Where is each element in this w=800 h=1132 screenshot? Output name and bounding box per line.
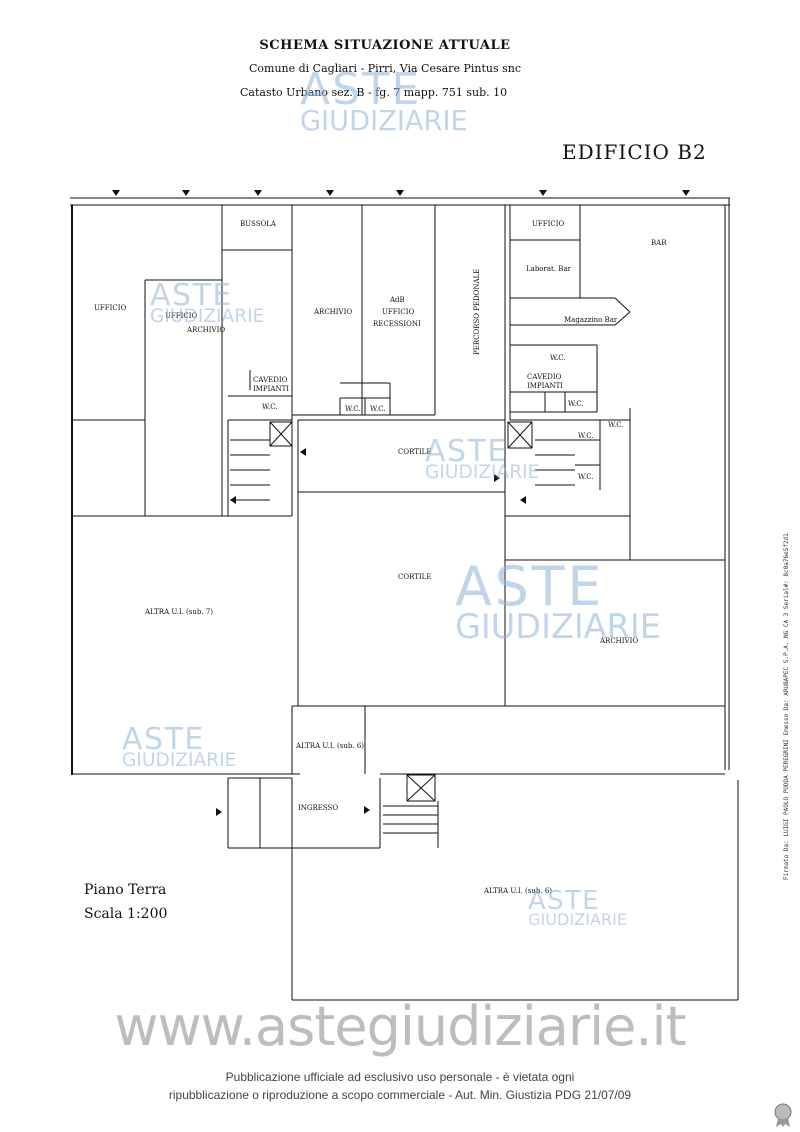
signature-side-text: Firmato Da: LUIGI PAOLO PODDA PEREGRINI … [783,533,790,880]
room-ufficio-right: UFFICIO [532,220,564,228]
room-wc-r2: W.C. [568,400,584,408]
room-wc-r3: W.C. [608,421,624,429]
room-cavedio-r2: IMPIANTI [527,382,563,390]
room-wc-r4: W.C. [578,432,594,440]
room-wc-r1: W.C. [550,354,566,362]
document-title: SCHEMA SITUAZIONE ATTUALE [259,38,511,53]
room-adb: AdB [389,296,405,304]
room-bar: BAR [651,239,667,247]
site-url-watermark: www.astegiudiziarie.it [114,995,686,1058]
location-line: Comune di Cagliari - Pirri, Via Cesare P… [248,62,521,75]
footer-line-1: Pubblicazione ufficiale ad esclusivo uso… [225,1070,575,1084]
room-altra-6-bottom: ALTRA U.I. (sub. 6) [483,887,552,895]
room-altra-7: ALTRA U.I. (sub. 7) [144,608,213,616]
room-ufficio-ric-1: UFFICIO [382,308,414,316]
room-ingresso: INGRESSO [298,804,338,812]
room-labora: Laborat. Bar [526,265,572,273]
room-cavedio-l1: CAVEDIO [253,376,288,384]
room-wc-l1: W.C. [262,403,278,411]
room-ufficio-ric-2: RECESSIONI [373,320,421,328]
room-cortile-2: CORTILE [398,573,431,581]
floor-label: Piano Terra [84,882,167,898]
room-ufficio-left: UFFICIO [94,304,126,312]
room-wc-r5: W.C. [578,473,594,481]
room-percorso: PERCORSO PEDONALE [473,269,481,355]
room-wc-l2: W.C. [345,405,361,413]
room-wc-l3: W.C. [370,405,386,413]
room-ufficio-archivio-2: ARCHIVIO [186,326,225,334]
room-cavedio-r1: CAVEDIO [527,373,562,381]
seal-icon [774,1103,792,1127]
room-cavedio-l2: IMPIANTI [253,385,289,393]
footer-notice: Pubblicazione ufficiale ad esclusivo uso… [0,1068,800,1104]
footer-line-2: ripubblicazione o riproduzione a scopo c… [168,1088,632,1102]
room-bussola: BUSSOLA [240,220,277,228]
room-cortile-1: CORTILE [398,448,431,456]
scale-label: Scala 1:200 [84,906,168,922]
room-archivio-right: ARCHIVIO [599,637,638,645]
room-magazzino: Magazzino Bar [564,316,618,324]
room-altra-6-top: ALTRA U.I. (sub. 6) [295,742,364,750]
room-ufficio-archivio-1: UFFICIO [165,312,197,320]
room-archivio-top: ARCHIVIO [313,308,352,316]
cadastre-line: Catasto Urbano sez. B - fg. 7 mapp. 751 … [240,86,508,99]
building-label: EDIFICIO B2 [562,140,707,164]
